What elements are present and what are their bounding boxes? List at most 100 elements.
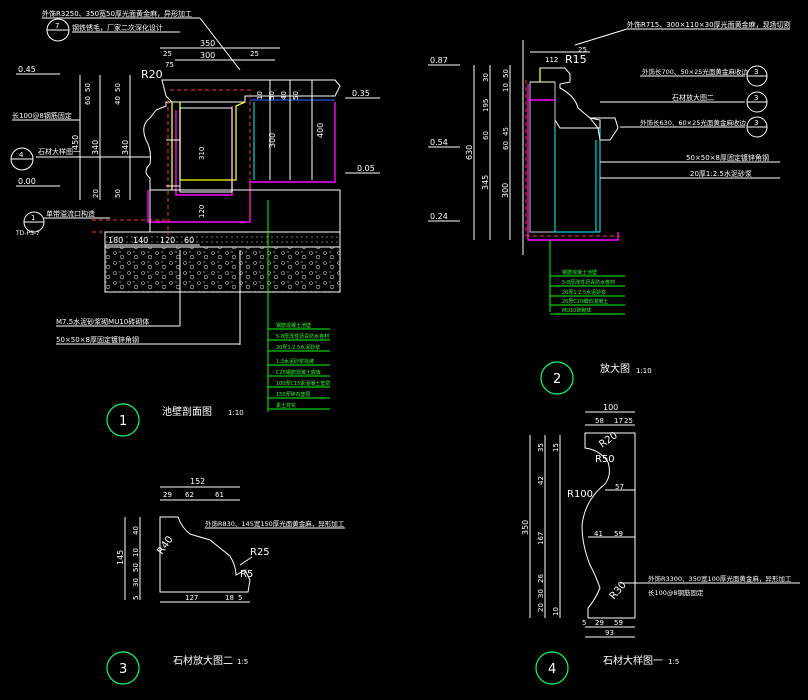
d1-dim-50j: 50: [292, 91, 300, 100]
d1-tag-4: 4: [10, 147, 34, 171]
d4-dim-17: 17: [614, 417, 623, 425]
d2-vdim-30: 30: [482, 73, 490, 82]
d1-layer-6: 150厚碎石垫层: [276, 391, 311, 398]
d2-bnote-4: MU10砖砌体: [562, 307, 591, 314]
d3-bdim-127: 127: [185, 594, 198, 602]
d1-bnote-1: M7.5水泥砂浆砌MU10砖砌体: [56, 317, 149, 326]
d4-dim-58: 58: [595, 417, 604, 425]
d1-note-stone1: 石材大样图一: [38, 147, 80, 156]
d2-tag-3c: 3: [746, 116, 768, 138]
d2-vdim-345: 345: [481, 175, 490, 190]
d3-callout: 外饰R830、145宽150厚光面黄金麻，异形加工: [205, 519, 345, 528]
d2-vdim-45: 45: [502, 127, 510, 136]
d1-dim-350: 350: [200, 39, 215, 48]
d1-layer-7: 素土夯实: [276, 402, 296, 409]
d1-coping-stone: [161, 79, 341, 103]
d4-bdim-5: 5: [582, 619, 586, 627]
d4-vdim-350: 350: [521, 520, 530, 535]
d3-vdim-40: 40: [132, 526, 140, 535]
d1-elev-045: 0.45: [18, 65, 36, 74]
d4-callout-1: 外饰R3300、350宽100厚光面黄金麻，异形加工: [648, 574, 792, 583]
d2-stone-cap: [539, 67, 601, 129]
detail-1-wall-section: 外饰R3250、350宽50厚光面黄金麻，异形加工 钢铁锈毛，厂家二次深化设计 …: [10, 9, 380, 437]
d3-bdim-5: 5: [238, 594, 242, 602]
d1-bdim-180: 180: [108, 236, 123, 245]
d2-vdim-60: 60: [482, 131, 490, 140]
d1-dim-10: 10: [256, 91, 264, 100]
d2-tag-3a: 3: [746, 65, 768, 87]
d4-dim-100: 100: [603, 403, 618, 412]
d1-vdim-50a: 50: [84, 83, 92, 92]
d4-vdim-35: 35: [537, 443, 545, 452]
d4-idim-59: 59: [614, 530, 623, 538]
d4-title: 石材大样图一: [603, 654, 663, 667]
d2-dim-112: 112: [545, 56, 558, 64]
d4-vdim-10: 10: [552, 607, 560, 616]
d1-note-td: TD-PS-7: [15, 230, 40, 237]
d2-vdim-10: 10: [502, 83, 510, 92]
detail-4-stone-1: 100 58 17 25 350 35 15 42 167 26 30 20 1…: [521, 403, 800, 685]
d1-dim-300b: 300: [268, 133, 277, 148]
d1-bnote-2: 50×50×8厚固定镀锌角钢: [56, 335, 139, 344]
d1-badge-num: 1: [119, 414, 127, 429]
d1-dim-300: 300: [200, 51, 215, 60]
d1-layer-notes: 钢筋混凝土池壁 5-8厚改性沥青防水卷材 20厚1:2.5水泥砂浆 1:3水泥砂…: [276, 322, 330, 409]
d1-dim-400: 400: [316, 123, 325, 138]
d1-side-stone: [143, 101, 173, 191]
d4-vdim-167: 167: [537, 532, 545, 545]
d1-dim-25b: 25: [250, 50, 259, 58]
d2-bnote-2: 20厚1:2.5水泥砂浆: [562, 289, 606, 296]
d1-tag-7: 7: [46, 18, 70, 42]
d3-bdim-18: 18: [225, 594, 234, 602]
d2-number-badge: [540, 361, 574, 395]
d2-vdim-50: 50: [502, 69, 510, 78]
d2-tag-3b: 3: [746, 91, 768, 113]
d2-vdim-60b: 60: [502, 141, 510, 150]
d4-idim-41: 41: [594, 530, 603, 538]
d4-callout-2: 长100@8钢筋固定: [648, 588, 704, 597]
d4-bdim-59: 59: [614, 619, 623, 627]
d1-vdim-450: 450: [71, 135, 80, 150]
d2-rnote-1: 石材放大图二: [672, 93, 714, 102]
d1-layer-3: 1:3水泥砂浆找坡: [276, 358, 314, 365]
d3-scale: 1:5: [237, 658, 248, 666]
d3-stone-profile: [159, 516, 251, 593]
d3-number-badge: [106, 651, 140, 685]
d4-vdim-30: 30: [537, 589, 545, 598]
d3-badge-num: 3: [119, 662, 127, 677]
d1-cushion: [104, 231, 341, 248]
d3-vdim-10: 10: [132, 548, 140, 557]
d4-vdim-26: 26: [537, 574, 545, 583]
d1-dim-310: 310: [198, 147, 206, 160]
d4-scale: 1:5: [668, 658, 679, 666]
d3-title: 石材放大图二: [173, 654, 233, 667]
detail-2-enlarged: 外饰R715、300×110×30厚光面黄金麻，现场切割 0.87 0.54 0…: [428, 20, 791, 395]
d3-vdim-5: 5: [132, 596, 140, 600]
d1-base-slab: [149, 189, 341, 233]
d1-callout-text-2: 钢铁锈毛，厂家二次深化设计: [72, 23, 163, 32]
d4-number-badge: [535, 651, 569, 685]
d1-bdim-60: 60: [184, 236, 194, 245]
d1-dim-25a: 25: [163, 50, 172, 58]
d1-vdim-50b: 50: [114, 83, 122, 92]
d4-r50: R50: [595, 454, 615, 465]
d4-bdim-93: 93: [605, 629, 614, 637]
d2-rnote-2: 外饰长630、60×25光面黄金麻收边: [640, 118, 746, 127]
d1-bdim-140: 140: [133, 236, 148, 245]
d1-layer-4: C25钢筋混凝土底板: [276, 369, 321, 376]
d3-dim-62: 62: [185, 491, 194, 499]
d3-vdim-50: 50: [132, 563, 140, 572]
d1-title: 池壁剖面图: [162, 405, 212, 418]
d1-concrete-wall: [179, 107, 233, 193]
d2-elev-024: 0.24: [430, 212, 448, 221]
d1-elev-005: 0.05: [357, 164, 375, 173]
d2-ledge-stone: [588, 117, 619, 141]
d3-r40: R40: [155, 534, 175, 556]
d1-bdim-120: 120: [160, 236, 175, 245]
d3-dim-61: 61: [215, 491, 224, 499]
d3-r25: R25: [250, 547, 270, 558]
svg-text:7: 7: [55, 22, 59, 30]
d1-dim-75: 75: [165, 61, 174, 69]
d2-bnote-0: 钢筋混凝土池壁: [562, 269, 597, 276]
